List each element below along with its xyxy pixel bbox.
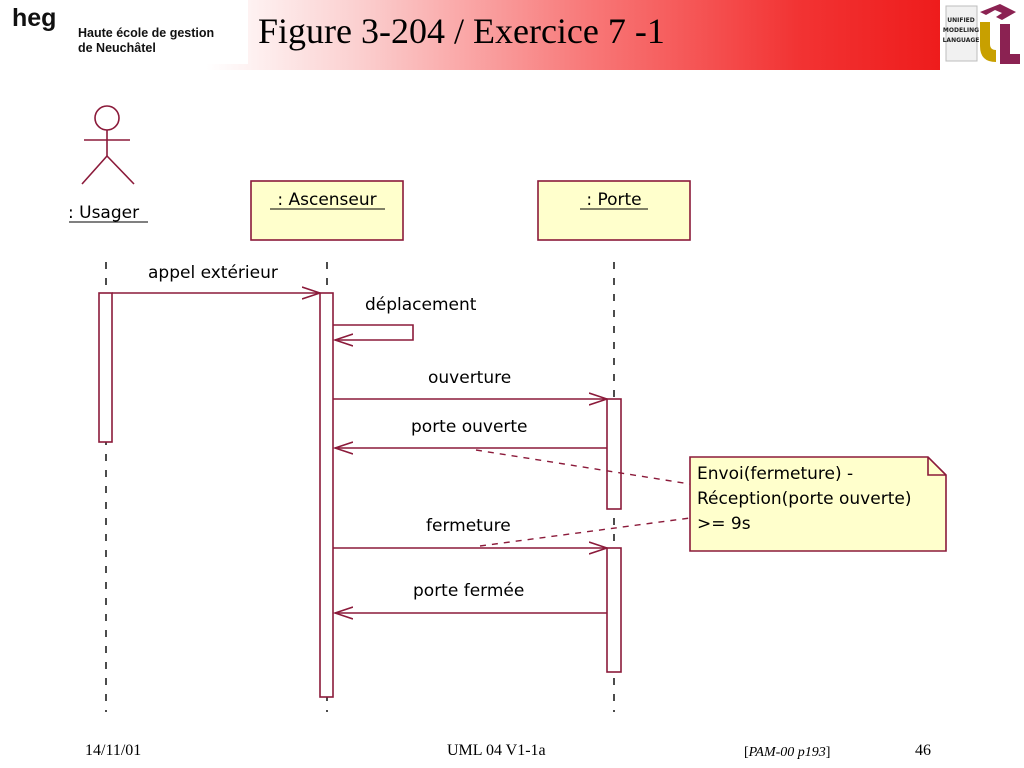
object-porte-label: : Porte [586, 190, 641, 210]
heg-logo-text: heg [12, 4, 57, 32]
slide-title: Figure 3-204 / Exercice 7 -1 [258, 11, 665, 51]
note-connector-1 [475, 449, 691, 485]
activation-porte-1 [606, 398, 622, 510]
school-name-line2: de Neuchâtel [78, 41, 156, 55]
object-porte [537, 180, 691, 241]
message-label-ouverture: ouverture [428, 368, 511, 388]
object-ascenseur [250, 180, 404, 241]
object-ascenseur-label: : Ascenseur [277, 190, 376, 210]
note-connector-2 [479, 517, 691, 547]
actor-usager [81, 105, 135, 185]
activation-usager [98, 292, 113, 443]
footer-reference-close: ] [825, 745, 831, 760]
note-line-3: >= 9s [697, 514, 751, 534]
activation-ascenseur [319, 292, 334, 698]
uml-logo-line3: LANGUAGE [943, 37, 980, 44]
activation-porte-2 [606, 547, 622, 673]
actor-label: : Usager [68, 203, 139, 223]
message-label-appel-exterieur: appel extérieur [148, 263, 278, 283]
uml-logo-line2: MODELING [943, 27, 979, 34]
message-label-deplacement: déplacement [365, 295, 477, 315]
uml-logo-line1: UNIFIED [947, 17, 975, 24]
message-label-porte-fermee: porte fermée [413, 581, 524, 601]
school-name: Haute école de gestion de Neuchâtel [78, 26, 214, 56]
footer-reference: [PAM-00 p193] [744, 745, 830, 761]
note-line-2: Réception(porte ouverte) [697, 489, 911, 509]
constraint-note [689, 456, 947, 552]
footer-reference-open: [ [744, 745, 749, 760]
message-arrow-deplacement [333, 324, 414, 340]
footer-reference-text: PAM-00 p193 [748, 745, 826, 760]
message-label-porte-ouverte: porte ouverte [411, 417, 528, 437]
footer-date: 14/11/01 [85, 742, 142, 759]
school-name-line1: Haute école de gestion [78, 26, 215, 40]
uml-logo: UNIFIED MODELING LANGUAGE [940, 0, 1024, 70]
footer-page-number: 46 [915, 742, 931, 759]
note-line-1: Envoi(fermeture) - [697, 464, 853, 484]
message-label-fermeture: fermeture [426, 516, 511, 536]
footer-course: UML 04 V1-1a [447, 742, 546, 759]
school-logo: heg Haute école de gestion de Neuchâtel [0, 0, 248, 64]
